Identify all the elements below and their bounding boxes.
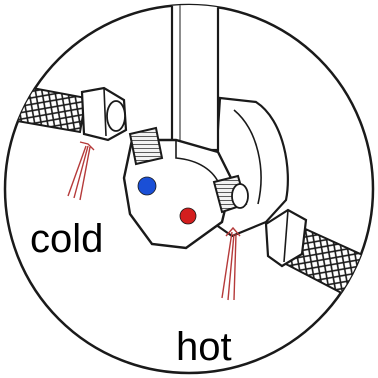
- cold-label: cold: [30, 217, 103, 261]
- blue-dot-icon: [138, 177, 156, 195]
- red-dot-icon: [180, 208, 196, 224]
- vertical-pipe: [172, 0, 218, 150]
- hot-label: hot: [176, 325, 232, 369]
- cold-threaded-inlet: [130, 128, 162, 164]
